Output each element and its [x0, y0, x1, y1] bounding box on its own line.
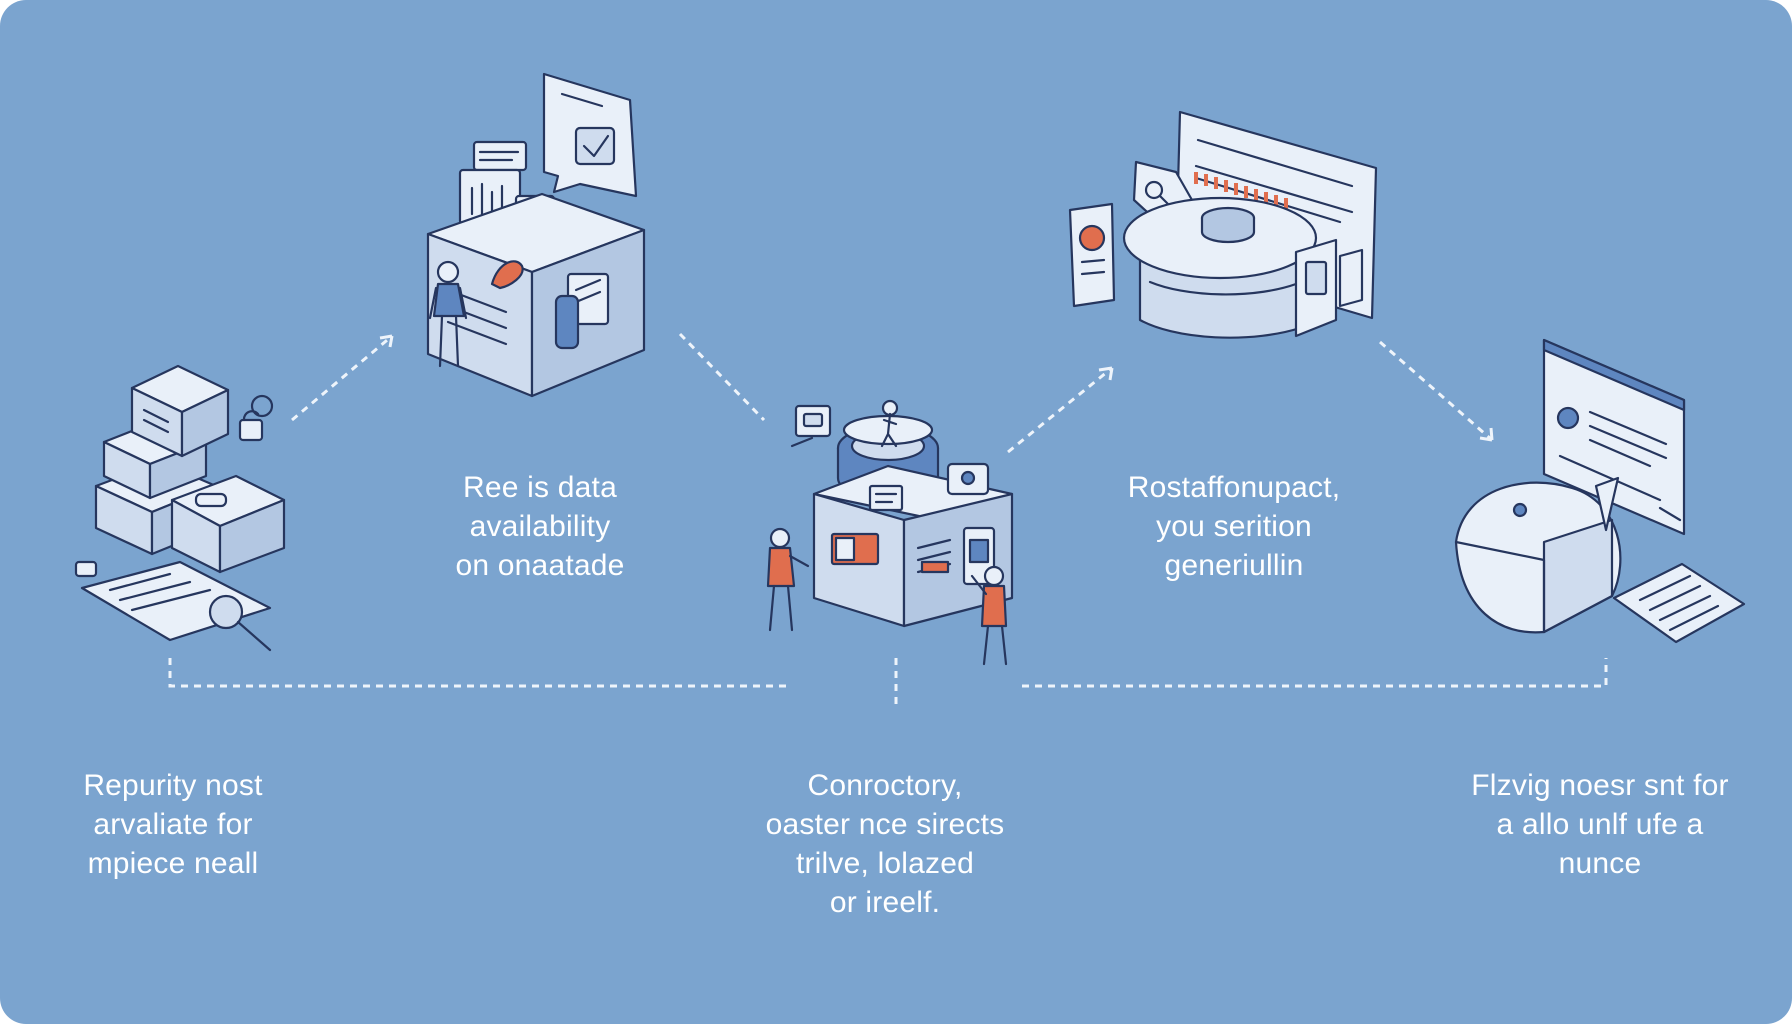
- arrow-3-to-4: [1007, 366, 1113, 454]
- step-1-label: Ree is data availability on onaatade: [455, 471, 625, 582]
- database-cylinder-icon: [1068, 110, 1378, 339]
- arrow-3-to-4-head: [1098, 366, 1114, 381]
- bracket-right: [1022, 658, 1608, 688]
- store-kiosk-icon: [426, 72, 646, 398]
- presentation-screen-icon: [1454, 338, 1746, 644]
- central-platform-icon: [766, 399, 1014, 666]
- step-5-label: Flzvig noesr snt for a allo unlf ufe a n…: [1471, 769, 1729, 880]
- step-3-label: Repurity nost arvaliate for mpiece neall: [83, 769, 263, 880]
- server-boxes-icon: [74, 364, 286, 652]
- connector-arrows: [291, 332, 1494, 454]
- arrow-1-to-2: [291, 334, 393, 422]
- arrow-4-to-5: [1379, 340, 1493, 442]
- bracket-left: [168, 658, 792, 688]
- arrow-1-to-2-head: [379, 334, 394, 348]
- step-4-label: Conroctory, oaster nce sirects trilve, l…: [765, 769, 1005, 919]
- bracket-lines: [168, 658, 1608, 704]
- step-2-label: Rostaffonupact, you serition generiullin: [1127, 471, 1341, 582]
- arrow-2-to-3: [678, 332, 766, 422]
- arrow-4-to-5-head: [1479, 427, 1494, 442]
